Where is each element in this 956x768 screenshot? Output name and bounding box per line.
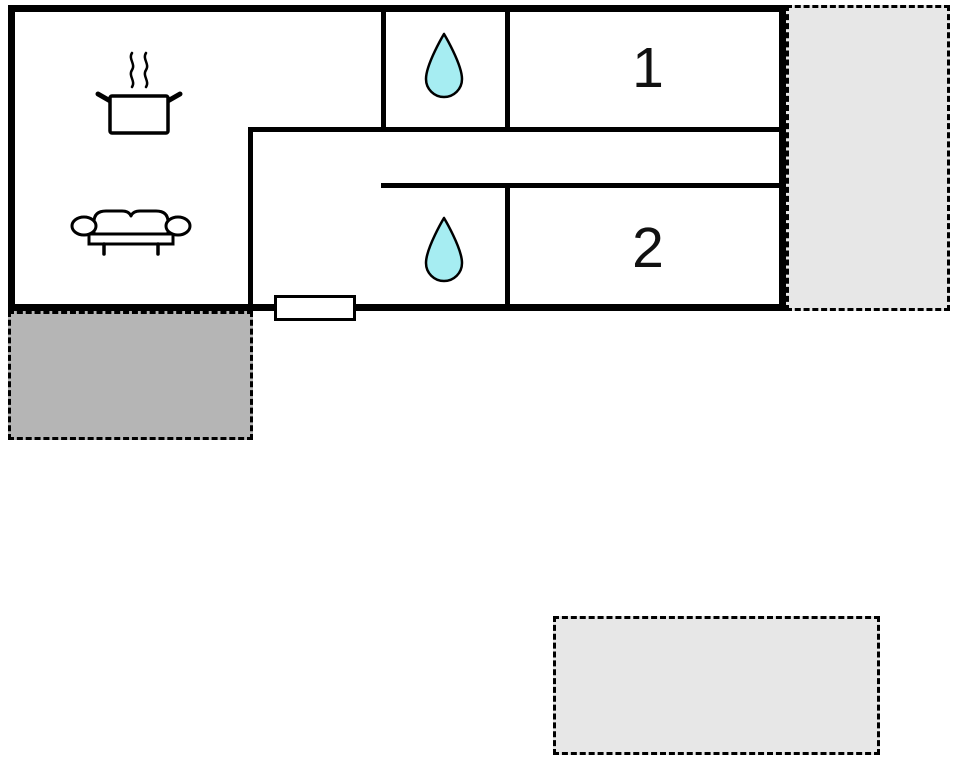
terrace-rear xyxy=(553,616,880,755)
interior-wall xyxy=(505,183,510,311)
water-drop-icon xyxy=(424,216,464,283)
water-drop-icon xyxy=(421,215,467,287)
building-outline xyxy=(8,5,786,311)
cooking-pot-icon xyxy=(93,45,185,137)
water-drop-icon xyxy=(421,31,467,103)
terrace-front xyxy=(8,311,253,440)
water-drop-icon xyxy=(424,32,464,99)
interior-wall xyxy=(381,183,786,188)
interior-wall xyxy=(248,127,786,132)
sofa-icon xyxy=(70,209,192,256)
cooking-pot-icon xyxy=(95,51,183,135)
sofa-icon xyxy=(70,196,192,260)
interior-wall xyxy=(248,127,253,311)
entrance-door xyxy=(274,295,356,321)
room-1-label: 1 xyxy=(632,35,664,100)
interior-wall xyxy=(505,5,510,132)
interior-wall xyxy=(381,5,386,132)
terrace-right xyxy=(786,5,950,311)
room-2-label: 2 xyxy=(632,216,664,280)
